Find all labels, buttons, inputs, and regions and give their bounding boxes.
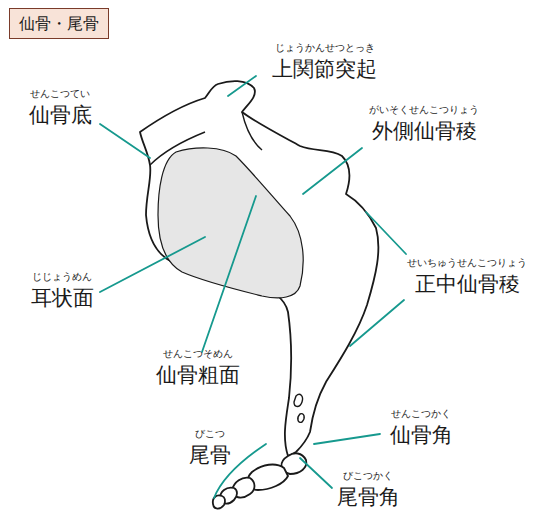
reading-label: せんこつかく <box>391 408 451 419</box>
sacral-hole <box>294 394 303 406</box>
part-label: 尾骨 <box>189 444 231 467</box>
part-label: 尾骨角 <box>337 486 400 509</box>
title-box: 仙骨・尾骨 <box>9 8 109 39</box>
part-label: 正中仙骨稜 <box>415 273 520 296</box>
leader-lines <box>100 76 406 498</box>
bone-outline-group <box>140 81 378 509</box>
reading-label: じじょうめん <box>32 271 92 282</box>
reading-label: びこつかく <box>343 470 393 481</box>
reading-label: じょうかんせつとっき <box>275 42 375 53</box>
part-label: 外側仙骨稜 <box>372 120 477 143</box>
part-label: 仙骨粗面 <box>156 364 240 387</box>
leader-line <box>100 124 150 158</box>
reading-label: せんこつそめん <box>163 348 233 359</box>
leader-line <box>303 148 362 194</box>
leader-line <box>202 196 256 352</box>
reading-label: せいちゅうせんこつりょう <box>407 257 527 268</box>
part-label: 耳状面 <box>31 287 94 310</box>
auricular-surface <box>158 148 303 298</box>
leader-line <box>228 76 256 96</box>
leader-line <box>366 212 406 254</box>
leader-line <box>350 300 404 346</box>
reading-label: びこつ <box>195 428 225 439</box>
sacral-hole <box>298 414 304 423</box>
base-ridge <box>150 112 262 165</box>
reading-label: せんこつてい <box>30 88 90 99</box>
leader-line <box>100 237 205 292</box>
sacrum-outline <box>140 81 378 456</box>
part-label: 上関節突起 <box>272 58 377 81</box>
reading-label: がいそくせんこつりょう <box>369 104 479 115</box>
part-label: 仙骨底 <box>29 104 92 127</box>
part-label: 仙骨角 <box>390 424 453 447</box>
leader-line <box>314 434 380 444</box>
leader-line <box>300 458 332 488</box>
